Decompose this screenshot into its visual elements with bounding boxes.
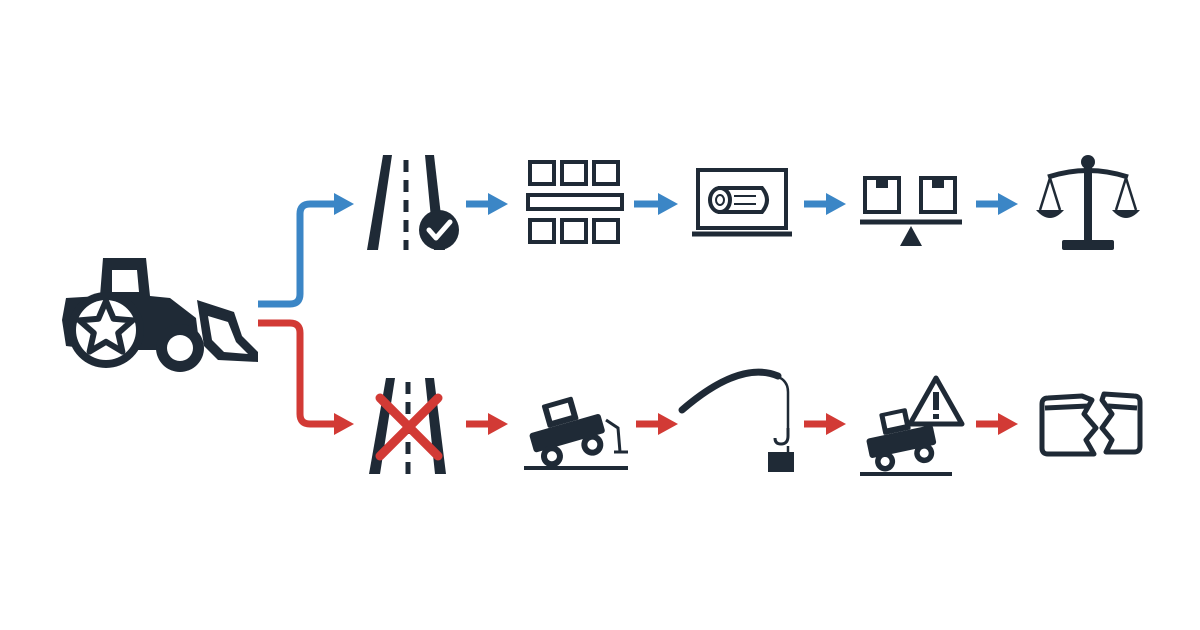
arrow-good-1	[466, 193, 508, 215]
branch-connector-good	[258, 193, 354, 308]
broken-card-icon	[1039, 391, 1143, 457]
pallet-rack-grid-icon	[526, 160, 624, 244]
log-on-screen-icon	[692, 168, 792, 237]
branch-connector-bad	[258, 319, 354, 435]
arrow-bad-1	[466, 413, 508, 435]
arrow-good-4	[976, 193, 1018, 215]
road-with-checkmark-icon	[367, 155, 459, 250]
tipping-machine-icon	[524, 396, 628, 470]
arrow-good-2	[634, 193, 678, 215]
arrow-bad-4	[976, 413, 1018, 435]
justice-scale-icon	[1036, 155, 1140, 250]
arrow-bad-3	[804, 413, 846, 435]
balanced-boxes-icon	[860, 176, 962, 246]
wheel-loader-with-star-icon	[62, 258, 258, 372]
crane-hook-load-icon	[678, 368, 794, 472]
arrow-bad-2	[636, 413, 678, 435]
machine-with-warning-icon	[860, 375, 965, 476]
arrow-good-3	[804, 193, 846, 215]
road-with-cross-icon	[369, 378, 446, 474]
